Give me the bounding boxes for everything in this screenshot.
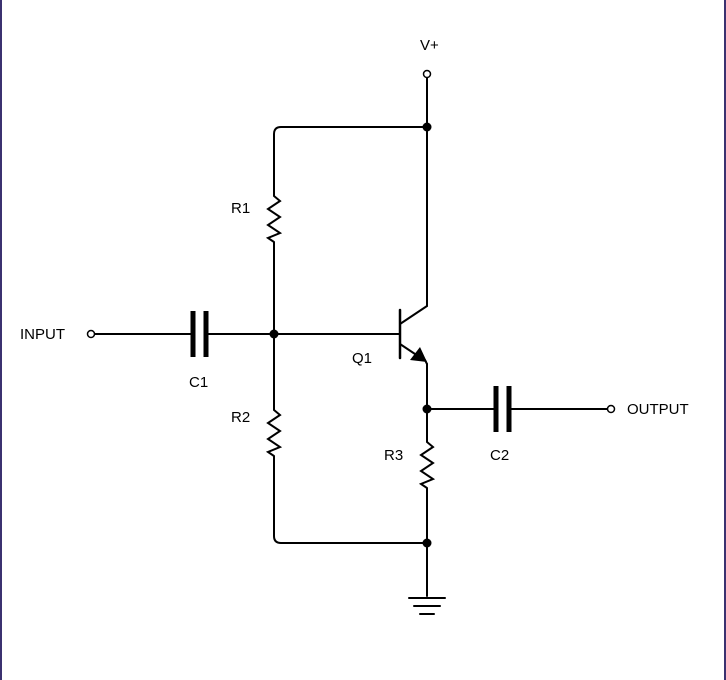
r1-label: R1 bbox=[231, 200, 250, 217]
resistor-r1 bbox=[265, 195, 283, 243]
ground-icon bbox=[408, 597, 446, 615]
vplus-terminal bbox=[422, 69, 432, 79]
top-rail-wire bbox=[273, 126, 428, 197]
input-label: INPUT bbox=[20, 326, 65, 343]
junction-bottom bbox=[422, 538, 432, 548]
c2-label: C2 bbox=[490, 447, 509, 464]
c1-label: C1 bbox=[189, 374, 208, 391]
output-terminal bbox=[606, 404, 616, 414]
vplus-label: V+ bbox=[420, 37, 439, 54]
input-terminal bbox=[86, 329, 96, 339]
transistor-q1-collector bbox=[399, 305, 428, 325]
output-label: OUTPUT bbox=[627, 401, 689, 418]
bottom-rail-wire bbox=[273, 455, 428, 544]
r3-label: R3 bbox=[384, 447, 403, 464]
r2-label: R2 bbox=[231, 409, 250, 426]
q1-label: Q1 bbox=[352, 350, 372, 367]
resistor-r3 bbox=[418, 441, 436, 489]
resistor-r2 bbox=[265, 409, 283, 457]
emitter-arrow-icon bbox=[410, 347, 427, 362]
